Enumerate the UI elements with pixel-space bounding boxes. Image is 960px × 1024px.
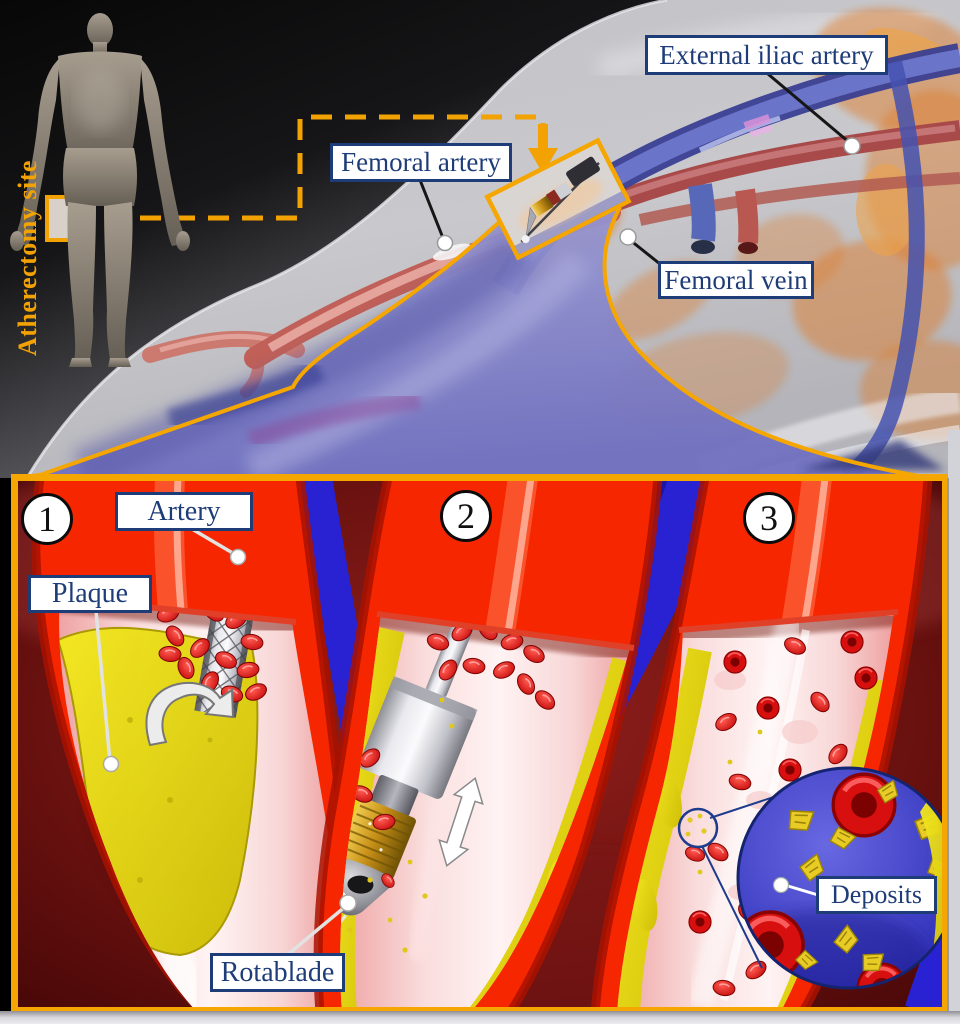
leader-dots-top [436,137,861,252]
device-inset [484,137,632,261]
label-deposits: Deposits [816,876,937,914]
step-number-1: 1 [21,493,73,545]
background-right-strip [948,430,960,1013]
dashed-callout-line [72,114,558,221]
ablated-debris [347,697,455,953]
label-femoral-artery: Femoral artery [330,143,512,182]
label-rotablade: Rotablade [210,953,345,992]
leader-lines-panel [94,527,348,958]
label-plaque: Plaque [28,575,152,613]
step-number-2: 2 [440,490,492,542]
procedure-panel [11,474,949,1014]
step-number-3: 3 [743,492,795,544]
artery-scene-2 [313,481,663,1010]
background-floor [0,1011,960,1024]
rotation-arrow [145,682,235,747]
human-figure [10,13,190,367]
rotablade-mini-icon [520,156,600,244]
label-artery: Artery [115,492,253,531]
leader-dots-panel [102,548,357,912]
zoom-cone [13,206,945,489]
atherectomy-site-label: Atherectomy site [13,160,42,356]
label-femoral-vein: Femoral vein [658,261,814,299]
magnifier-source-circle [677,807,719,849]
reciprocation-arrow [438,776,484,868]
label-external-iliac-artery: External iliac artery [645,35,888,75]
panel-border [11,474,949,1014]
down-arrow-icon [528,148,558,174]
anatomy-overview [0,0,960,489]
